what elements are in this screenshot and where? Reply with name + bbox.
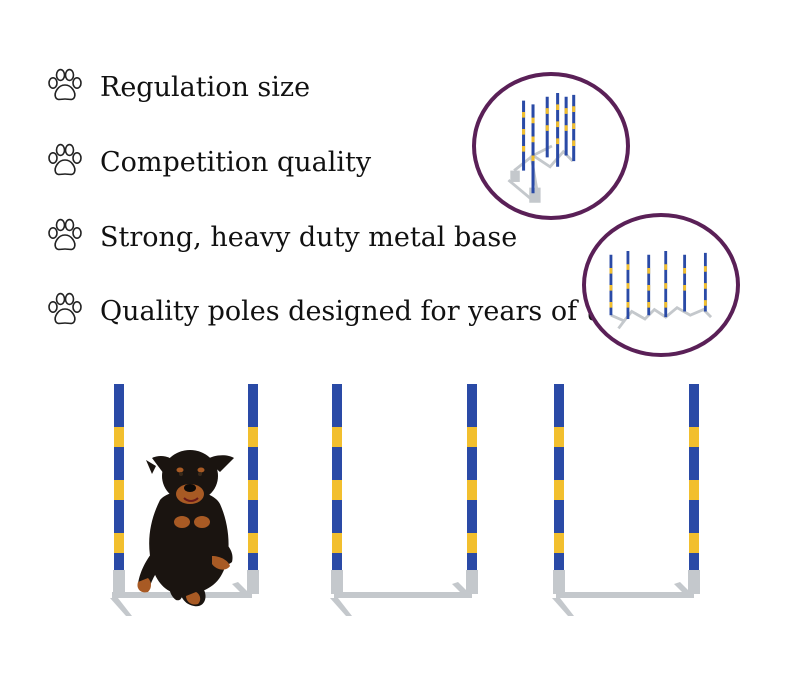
weave-poles-row-image [609,251,713,330]
feature-label: Quality poles designed for years of use [100,295,633,327]
feature-label: Competition quality [100,146,372,178]
pole-pair-3 [552,384,700,616]
feature-item-competition-quality: Competition quality [44,141,371,183]
weave-poles-zigzag-inset [472,72,630,220]
weave-pole [331,384,343,594]
feature-label: Strong, heavy duty metal base [100,221,518,253]
weave-poles-zigzag-image [507,93,576,203]
weave-pole [466,384,478,594]
feature-label: Regulation size [100,71,311,103]
pole-pair-2 [330,384,478,616]
paw-icon [48,218,82,251]
feature-item-quality-poles: Quality poles designed for years of use [44,290,633,332]
paw-icon [48,68,82,101]
weave-pole [247,384,259,594]
weave-pole [688,384,700,594]
feature-item-metal-base: Strong, heavy duty metal base [44,216,517,258]
weave-pole [113,384,125,594]
weave-poles-row-inset [582,213,740,357]
rottweiler-dog [137,450,234,607]
weave-pole [553,384,565,594]
paw-icon [48,143,82,176]
weave-poles-scene [110,384,700,616]
paw-icon [48,292,82,325]
feature-item-regulation-size: Regulation size [44,66,310,108]
